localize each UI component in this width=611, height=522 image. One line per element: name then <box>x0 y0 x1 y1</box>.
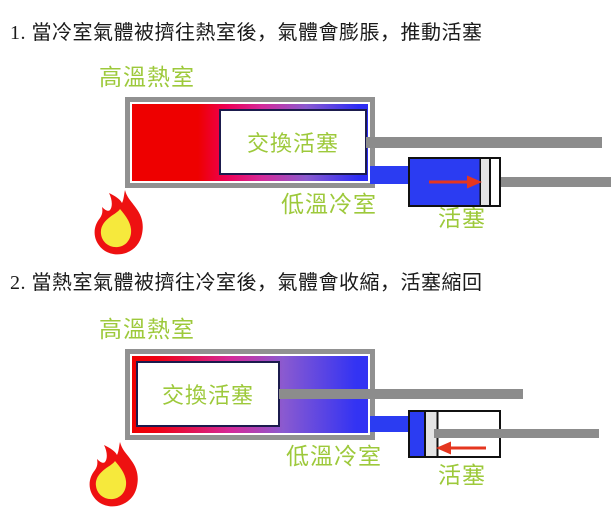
arrow-left-icon <box>436 441 486 455</box>
power-piston-rod <box>501 177 611 187</box>
flame-icon <box>94 190 143 255</box>
arrow-right-icon <box>429 175 482 189</box>
power-piston-label: 活塞 <box>438 206 486 231</box>
cold-chamber-label: 低溫冷室 <box>286 444 382 469</box>
cold-chamber-label: 低溫冷室 <box>281 192 377 217</box>
transfer-pipe <box>370 166 409 184</box>
displacer-piston-label: 交換活塞 <box>161 383 254 408</box>
displacer-piston: 交換活塞 <box>136 361 280 427</box>
caption-step-2: 2. 當熱室氣體被擠往冷室後，氣體會收縮，活塞縮回 <box>10 272 483 294</box>
arrow-head <box>436 441 451 455</box>
arrow-head <box>467 175 482 189</box>
flame-inner <box>100 209 132 248</box>
power-piston-rod <box>434 429 599 438</box>
displacer-rod <box>366 137 602 148</box>
displacer-piston-label: 交換活塞 <box>246 131 339 156</box>
displacer-piston: 交換活塞 <box>219 109 367 175</box>
flame-icon <box>89 442 138 507</box>
flame-inner <box>95 461 127 500</box>
caption-step-1: 1. 當冷室氣體被擠往熱室後，氣體會膨脹，推動活塞 <box>10 22 483 44</box>
hot-chamber-label: 高溫熱室 <box>99 317 195 342</box>
power-piston-label: 活塞 <box>438 463 486 488</box>
displacer-rod <box>279 389 523 399</box>
hot-chamber-label: 高溫熱室 <box>99 65 195 90</box>
transfer-pipe <box>370 416 409 432</box>
